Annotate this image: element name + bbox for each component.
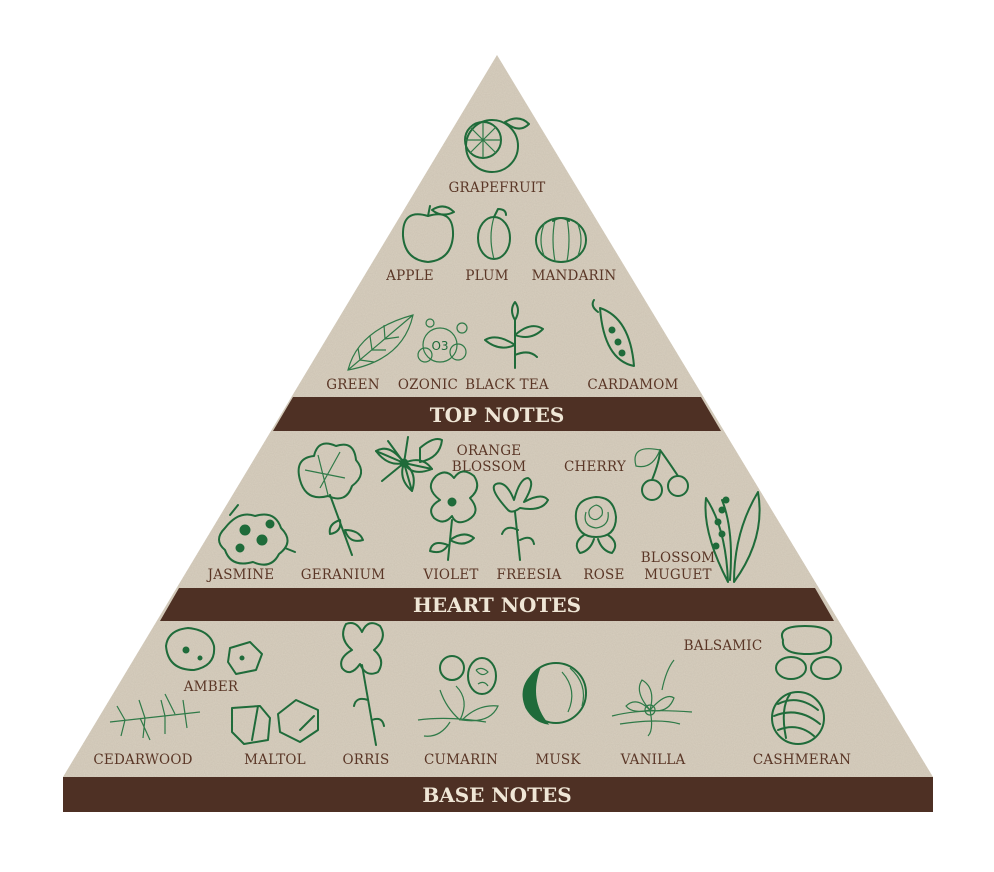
heart-notes-band: [160, 588, 834, 621]
note-label: ORANGE: [457, 443, 522, 459]
top-notes-band: [273, 397, 721, 431]
plum-icon: [477, 208, 511, 260]
iris-flower-icon: [340, 622, 385, 746]
rose-icon: [574, 496, 617, 554]
note-label: CUMARIN: [424, 752, 498, 768]
note-label: MALTOL: [244, 752, 306, 768]
ozone-bubbles-icon: O3: [417, 318, 468, 363]
cardamom-pod-icon: [591, 299, 635, 367]
cedar-branch-icon: [109, 693, 201, 741]
leaf-icon: [347, 314, 414, 371]
note-label: PLUM: [465, 268, 508, 284]
amber-stones-icon: [165, 627, 263, 675]
freesia-icon: [492, 477, 549, 561]
note-label: VIOLET: [422, 567, 478, 583]
orange-blossom-icon: [375, 436, 443, 492]
note-label: CEDARWOOD: [93, 752, 192, 768]
note-label: ORRIS: [343, 752, 390, 768]
jasmine-icon: [218, 504, 296, 566]
note-label: GREEN: [326, 377, 379, 393]
note-label: GRAPEFRUIT: [449, 180, 546, 196]
tonka-bean-icon: [417, 655, 499, 737]
note-label: JASMINE: [206, 567, 275, 583]
vanilla-flower-icon: [611, 659, 693, 737]
heart-notes-title: HEART NOTES: [413, 593, 581, 617]
note-label: GERANIUM: [301, 567, 386, 583]
note-label: MUGUET: [644, 567, 711, 583]
note-label: ROSE: [583, 567, 624, 583]
note-label: CARDAMOM: [587, 377, 678, 393]
lily-of-the-valley-icon: [704, 491, 761, 583]
note-label: BLOSSOM: [452, 459, 527, 475]
tea-sprig-icon: [484, 301, 544, 369]
grapefruit-icon: [464, 117, 530, 173]
geranium-icon: [297, 442, 364, 556]
note-label: BALSAMIC: [684, 638, 763, 654]
note-label: AMBER: [183, 679, 239, 695]
note-label: BLACK TEA: [465, 377, 549, 393]
base-notes-title: BASE NOTES: [422, 783, 571, 807]
note-label: CHERRY: [564, 459, 627, 475]
violet-icon: [429, 470, 479, 561]
note-label: OZONIC: [398, 377, 458, 393]
note-label: CASHMERAN: [753, 752, 851, 768]
cherry-icon: [634, 448, 689, 501]
base-notes-band: [63, 777, 933, 812]
note-label: VANILLA: [620, 752, 686, 768]
note-label: FREESIA: [497, 567, 562, 583]
top-notes-title: TOP NOTES: [430, 403, 565, 427]
note-label: APPLE: [385, 268, 434, 284]
apple-icon: [401, 205, 455, 263]
note-label: MUSK: [535, 752, 581, 768]
note-label: BLOSSOM: [641, 550, 716, 566]
wool-ball-icon: [771, 691, 825, 745]
note-label: MANDARIN: [532, 268, 617, 284]
musk-pod-icon: [522, 662, 587, 725]
balsamic-resin-icon: [775, 625, 842, 680]
maltol-crystals-icon: [231, 699, 319, 745]
mandarin-icon: [535, 217, 587, 263]
ozone-formula: O3: [431, 339, 448, 353]
